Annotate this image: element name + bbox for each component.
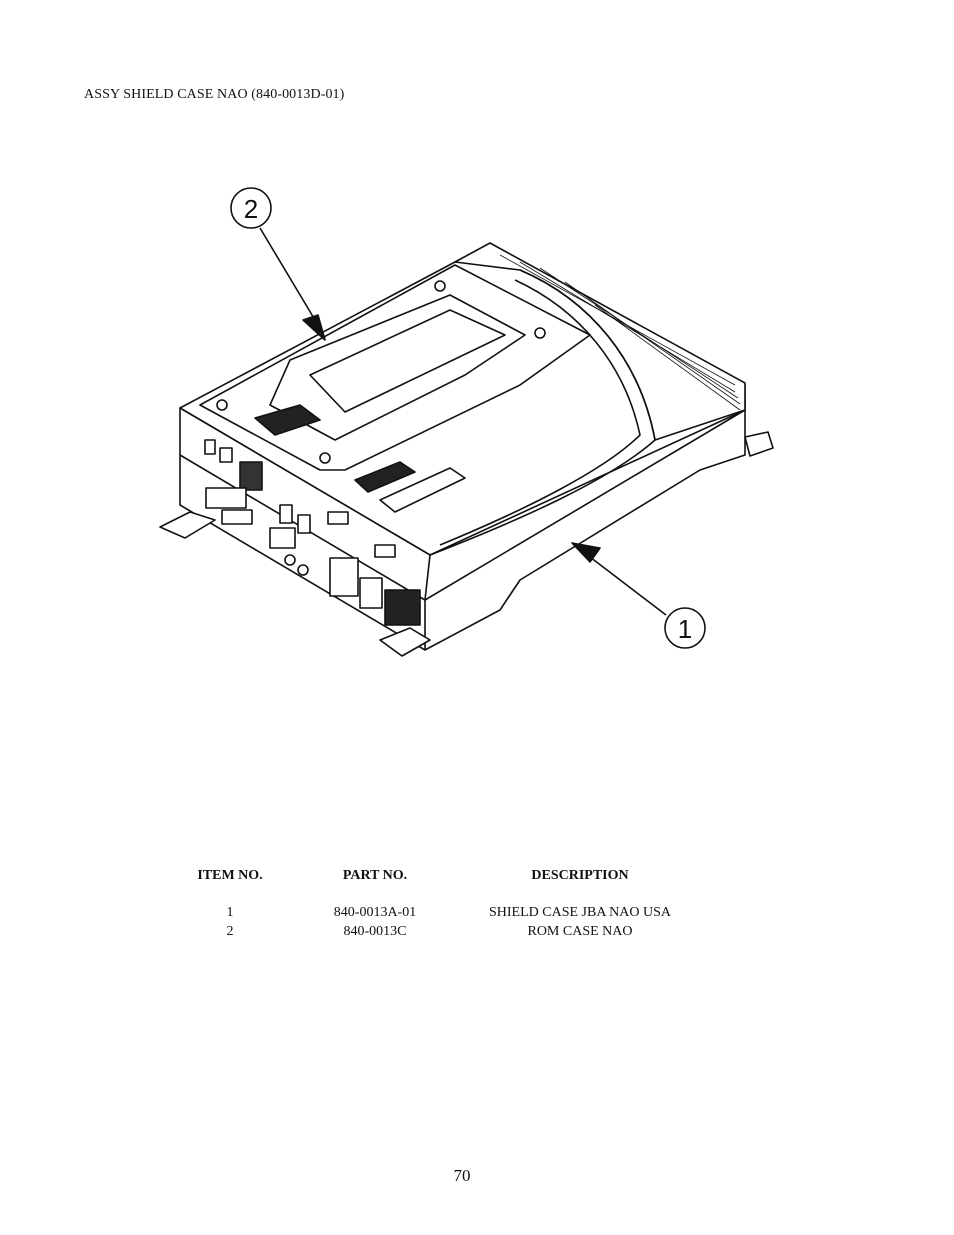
label-plate-2: [354, 461, 416, 493]
part-no: 840-0013A-01: [333, 905, 417, 920]
callout-circle-2: [230, 187, 272, 229]
rib-texture: [499, 254, 741, 411]
front-panel: [179, 407, 431, 601]
page-title: ASSY SHIELD CASE NAO (840-0013D-01): [84, 87, 345, 102]
mount-tab-front: [379, 627, 431, 657]
parts-table: ITEM NO. PART NO. DESCRIPTION 1 840-0013…: [160, 866, 720, 941]
callout-label-1: 1: [678, 614, 692, 644]
parts-table-header: ITEM NO. PART NO. DESCRIPTION: [160, 866, 720, 885]
callout-circle-1: [664, 607, 706, 649]
header-item-no: ITEM NO.: [197, 868, 263, 883]
mount-tab-left: [159, 511, 216, 539]
label-plate-3: [379, 467, 466, 513]
callout-arrow-1: [571, 542, 601, 563]
description: SHIELD CASE JBA NAO USA: [488, 905, 672, 920]
part-no: 840-0013C: [343, 924, 407, 939]
callout-arrow-2: [302, 314, 326, 341]
label-plate-1: [254, 404, 321, 436]
item-no: 1: [226, 905, 234, 920]
callout-label-2: 2: [244, 194, 258, 224]
header-part-no: PART NO.: [342, 868, 408, 883]
mount-tab-right: [744, 431, 774, 457]
table-row: 2 840-0013C ROM CASE NAO: [160, 922, 720, 941]
header-description: DESCRIPTION: [531, 868, 629, 883]
connectors: [204, 439, 421, 626]
case-curve: [429, 269, 656, 556]
item-no: 2: [226, 924, 234, 939]
description: ROM CASE NAO: [527, 924, 633, 939]
rom-case-inner: [269, 294, 526, 441]
page-number: 70: [453, 1166, 471, 1185]
shield-case-illustration: 2 1: [159, 187, 774, 657]
table-row: 1 840-0013A-01 SHIELD CASE JBA NAO USA: [160, 903, 720, 922]
